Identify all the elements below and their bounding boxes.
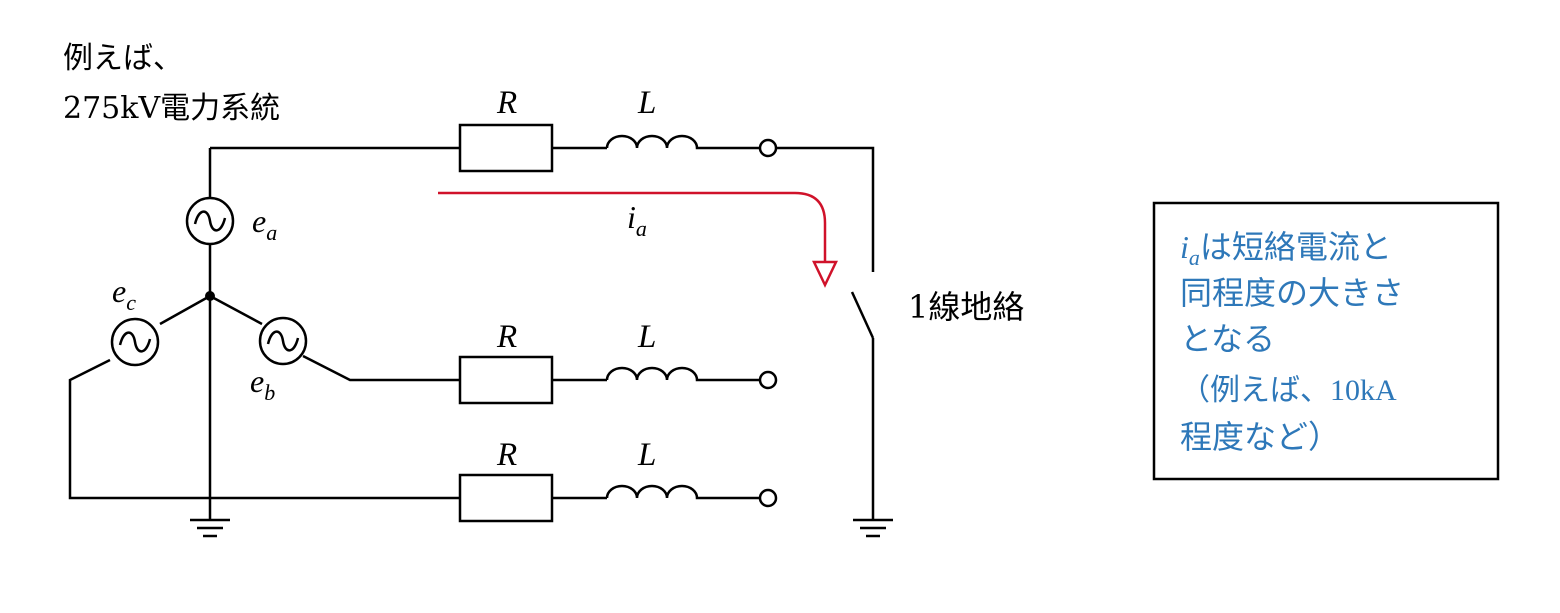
- terminal-icon: [758, 138, 778, 158]
- caption-line1: 例えば、: [63, 41, 183, 76]
- wire-to-eb: [209, 294, 263, 326]
- terminal-icon: [758, 370, 778, 390]
- ac-source-icon: [185, 196, 235, 246]
- inductor-label: L: [637, 437, 656, 473]
- wire-to-ec: [159, 294, 211, 326]
- inductor-icon: [605, 134, 700, 150]
- ac-source-icon: [258, 316, 308, 366]
- terminal-icon: [758, 488, 778, 508]
- resistor-icon: [458, 473, 554, 523]
- inductor-icon: [605, 366, 700, 382]
- fault-label: 1線地絡: [908, 288, 1024, 326]
- note-line2: 同程度の大きさ: [1180, 275, 1404, 311]
- resistor-label: R: [496, 437, 517, 473]
- ea-label: ea: [252, 203, 277, 245]
- resistor-label: R: [496, 319, 517, 355]
- resistor-icon: [458, 355, 554, 405]
- note-box: [1152, 201, 1500, 481]
- fault-current-path: [438, 191, 838, 288]
- eb-label: eb: [250, 363, 275, 405]
- ground-icon: [853, 518, 893, 538]
- ground-icon: [190, 518, 230, 538]
- caption-line2: 275kV電力系統: [63, 91, 280, 126]
- wire-a-to-switch: [776, 146, 875, 272]
- inductor-label: L: [637, 319, 656, 355]
- switch-blade: [850, 291, 875, 339]
- ac-source-icon: [110, 317, 160, 367]
- resistor-label: R: [496, 85, 517, 121]
- wire-b-left: [302, 354, 460, 382]
- note-line5: 程度など）: [1180, 419, 1340, 455]
- resistor-icon: [458, 123, 554, 173]
- ia-label: ia: [627, 199, 647, 241]
- note-line3: となる: [1180, 321, 1275, 357]
- neutral-node: [205, 291, 215, 301]
- wire-c-left: [68, 358, 460, 500]
- note-line4: （例えば、10kA: [1180, 374, 1397, 407]
- ec-label: ec: [112, 273, 136, 315]
- note-line1: iaは短絡電流と: [1180, 229, 1392, 270]
- inductor-icon: [605, 484, 700, 500]
- arrow-down-icon: [812, 260, 838, 288]
- inductor-label: L: [637, 85, 656, 121]
